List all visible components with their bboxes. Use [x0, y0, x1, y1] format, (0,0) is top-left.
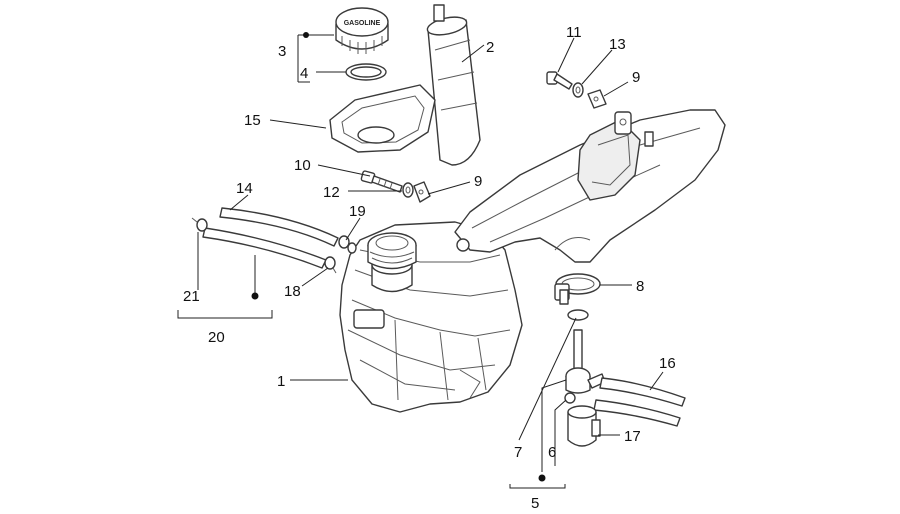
fuel-hose-16 — [593, 377, 686, 427]
vent-hose-14 — [219, 207, 339, 247]
bolt-10 — [360, 170, 403, 193]
callout-19: 19 — [349, 203, 366, 220]
washer-12 — [402, 182, 414, 198]
callout-21: 21 — [183, 288, 200, 305]
callout-12: 12 — [323, 184, 340, 201]
callout-10: 10 — [294, 157, 311, 174]
callout-13: 13 — [609, 36, 626, 53]
callout-9-lower: 9 — [474, 173, 482, 190]
callout-2: 2 — [486, 39, 494, 56]
clip-9-upper — [587, 89, 607, 109]
callout-8: 8 — [636, 278, 644, 295]
callout-11: 11 — [566, 24, 582, 41]
frame-bracket — [454, 109, 726, 263]
screw-11 — [546, 71, 573, 90]
gasoline-cap: GASOLINE — [335, 7, 389, 54]
hose-clamp-18 — [324, 256, 337, 274]
hose-clamp-21 — [191, 217, 208, 232]
callout-18: 18 — [284, 283, 301, 300]
vent-hose-lower — [202, 227, 327, 269]
fuel-neck — [367, 232, 417, 293]
filler-tube — [426, 4, 481, 166]
callout-3: 3 — [278, 43, 286, 60]
callout-15: 15 — [244, 112, 261, 129]
tray — [329, 84, 436, 153]
clamp-8 — [554, 273, 601, 305]
fuel-cock-seal — [567, 309, 589, 321]
callout-6: 6 — [548, 444, 556, 461]
callout-17: 17 — [624, 428, 641, 445]
cap-label: GASOLINE — [344, 20, 381, 27]
callout-14: 14 — [236, 180, 253, 197]
o-ring — [345, 63, 387, 81]
callout-5: 5 — [531, 495, 539, 512]
hose-clamp-17 — [567, 405, 601, 447]
callout-20: 20 — [208, 329, 225, 346]
washer-13 — [572, 82, 584, 98]
callout-4: 4 — [300, 65, 308, 82]
callout-numbers: 1 2 3 4 5 6 7 8 9 9 10 11 12 13 14 15 16… — [183, 24, 676, 512]
callout-7: 7 — [514, 444, 522, 461]
leader-dots — [251, 32, 546, 482]
clip-9-lower — [413, 181, 431, 203]
callout-16: 16 — [659, 355, 676, 372]
callout-1: 1 — [277, 373, 285, 390]
callout-9-upper: 9 — [632, 69, 640, 86]
fuel-cock — [564, 329, 606, 404]
leader-lines — [177, 34, 664, 489]
